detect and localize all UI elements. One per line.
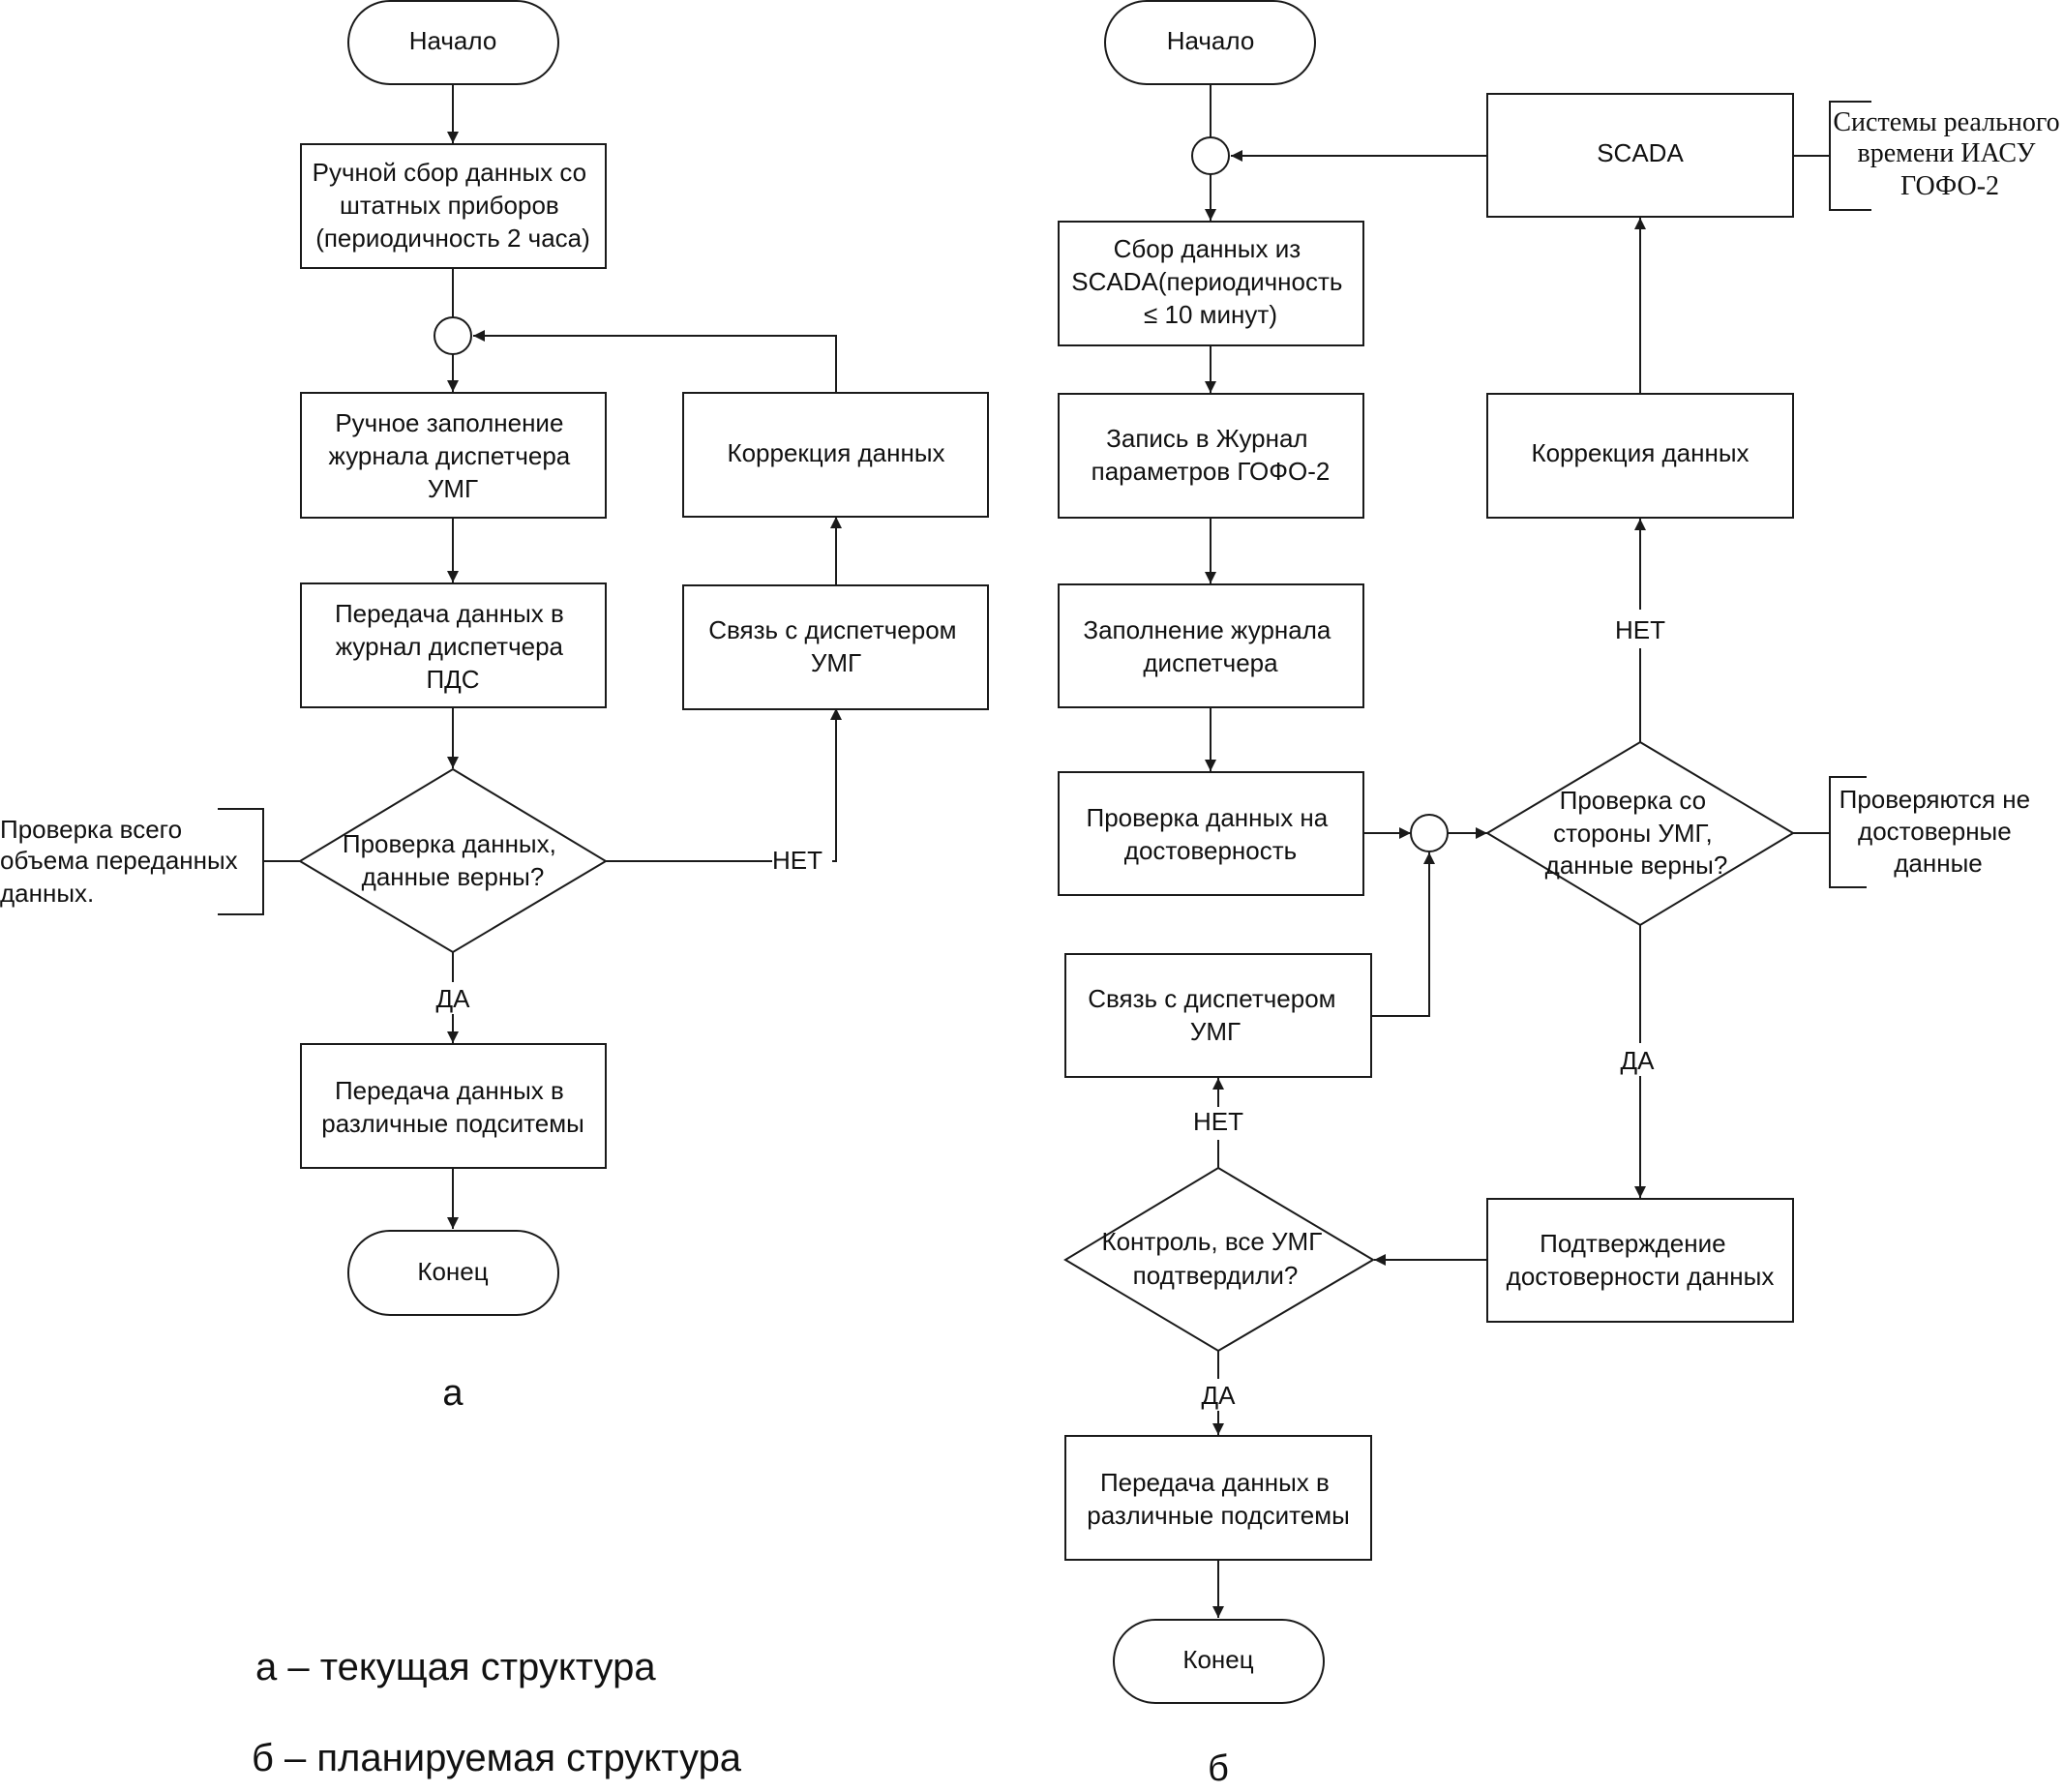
start-terminal-a <box>347 0 559 85</box>
correction-box-b <box>1486 393 1794 519</box>
scada-note-bracket-b <box>1829 101 1871 211</box>
arrow-correction-to-junction-a <box>473 330 837 392</box>
end-terminal-a <box>347 1230 559 1316</box>
manual-collect-box-a <box>300 143 607 269</box>
control-label-b: Контроль, все УМГ подтвердили? <box>1101 1227 1329 1290</box>
journal-box-b <box>1058 393 1364 519</box>
correction-label-a: Коррекция данных <box>727 438 944 467</box>
arrow-contact-to-junction2-b <box>1371 852 1435 1017</box>
scada-box-b <box>1486 93 1794 218</box>
scada-label-b: SCADA <box>1597 138 1684 167</box>
yes-label-bottom-b: ДА <box>1202 1381 1237 1410</box>
control-decision-b <box>1063 1166 1375 1353</box>
transfer-sub-label-a: Передача данных в различные подситемы <box>321 1076 584 1138</box>
check-validity-label-b: Проверка данных на достоверность <box>1087 803 1335 865</box>
check-label-a: Проверка данных, данные верны? <box>343 829 563 891</box>
umg-note-b: Проверяются не достоверные данные <box>1840 785 2038 878</box>
manual-fill-box-a <box>300 392 607 519</box>
manual-collect-label-a: Ручной сбор данных со штатных приборов (… <box>313 158 594 253</box>
correction-label-b: Коррекция данных <box>1531 438 1749 467</box>
legend-b: б – планируемая структура <box>252 1737 742 1779</box>
note-bracket-a <box>218 808 264 915</box>
junction-middle-b <box>1410 814 1449 852</box>
transfer-sub-box-a <box>300 1043 607 1169</box>
transfer-pds-box-a <box>300 582 607 708</box>
end-label-a: Конец <box>417 1257 488 1286</box>
no-label-top-b: НЕТ <box>1615 615 1665 644</box>
fill-journal-box-b <box>1058 583 1364 708</box>
check-decision-a <box>298 767 608 954</box>
contact-label-b: Связь с диспетчером УМГ <box>1088 984 1343 1046</box>
umg-check-decision-b <box>1485 740 1795 927</box>
check-validity-box-b <box>1058 771 1364 896</box>
transfer-sub-label-b: Передача данных в различные подситемы <box>1087 1468 1350 1530</box>
diagram-b: Начало SCADA Системы реального времени И… <box>1058 0 2064 1789</box>
journal-label-b: Запись в Журнал параметров ГОФО-2 <box>1092 424 1331 486</box>
collect-label-b: Сбор данных из SCADA(периодичность ≤ 10 … <box>1071 234 1349 329</box>
transfer-sub-box-b <box>1064 1435 1372 1561</box>
collect-box-b <box>1058 221 1364 346</box>
start-terminal-b <box>1104 0 1316 85</box>
diagram-a: Начало Ручной сбор данных со штатных при… <box>0 0 989 1414</box>
start-label-a: Начало <box>409 26 497 55</box>
end-label-b: Конец <box>1182 1645 1253 1674</box>
junction-a <box>434 316 472 355</box>
contact-box-b <box>1064 953 1372 1078</box>
umg-note-bracket-b <box>1829 776 1867 888</box>
check-note-a: Проверка всего объема переданных данных. <box>0 815 245 908</box>
yes-label-a: ДА <box>436 984 471 1013</box>
manual-fill-label-a: Ручное заполнение журнала диспетчера УМГ <box>329 408 578 503</box>
junction-top-b <box>1191 136 1230 175</box>
caption-b: б <box>1208 1748 1229 1789</box>
umg-check-label-b: Проверка со стороны УМГ, данные верны? <box>1545 786 1728 880</box>
contact-label-a: Связь с диспетчером УМГ <box>708 615 964 677</box>
no-label-left-b: НЕТ <box>1193 1107 1243 1136</box>
transfer-pds-label-a: Передача данных в журнал диспетчера ПДС <box>335 599 571 694</box>
arrow-no-to-contact-a <box>830 708 842 862</box>
fill-journal-label-b: Заполнение журнала диспетчера <box>1083 615 1337 677</box>
confirm-box-b <box>1486 1198 1794 1323</box>
legend-a: а – текущая структура <box>255 1646 656 1688</box>
confirm-label-b: Подтверждение достоверности данных <box>1507 1229 1775 1291</box>
caption-a: а <box>442 1373 464 1414</box>
contact-box-a <box>682 584 989 710</box>
legend: а – текущая структура б – планируемая ст… <box>252 1646 742 1779</box>
end-terminal-b <box>1113 1619 1325 1704</box>
start-label-b: Начало <box>1167 26 1255 55</box>
no-label-a: НЕТ <box>772 846 823 875</box>
yes-label-right-b: ДА <box>1621 1046 1656 1075</box>
scada-note-b: Системы реального времени ИАСУ ГОФО-2 <box>1833 107 2064 201</box>
correction-box-a <box>682 392 989 518</box>
